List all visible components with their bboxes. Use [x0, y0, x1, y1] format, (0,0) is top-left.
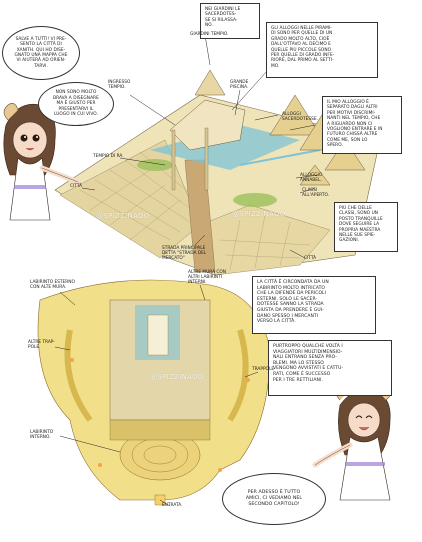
label-priest-housing: ALLOGGI SACERDOTESSE. [282, 112, 318, 123]
label-entrance: ENTRATA. [162, 503, 183, 508]
note-temple-gardens-text: NEI GIARDINI LE SACERDOTES- SE SI RILASS… [205, 7, 241, 29]
label-other-walls: ALTRE MURA CON ALTRI LABIRINTI INTERNI. [188, 270, 226, 286]
label-city-left: CITTÀ [70, 184, 83, 189]
maze-arm-right [227, 329, 249, 422]
pyramid-1 [269, 94, 321, 136]
maze-arm-left [64, 329, 93, 422]
obelisk-right [204, 127, 209, 191]
obelisk-left [171, 129, 176, 191]
label-my-housing: ALLOGGIO ANNABEL. [300, 173, 323, 184]
pointer-lines-bottom [54, 284, 259, 507]
note-priest-housing-text: GLI ALLOGGI NELLE PIRAMI- DI SONO PER QU… [271, 26, 335, 69]
speech-outro-text: PER ADESSO È TUTTO AMICI, CI VEDIAMO NEL… [245, 490, 303, 507]
label-main-street: STRADA PRINCIPALE DETTA "STRADA DEL MERC… [162, 246, 207, 262]
label-city-bottom: CITTÀ [304, 256, 317, 261]
note-travellers-text: PURTROPPO QUALCHE VOLTA I VIAGGIATORI MU… [273, 344, 344, 383]
note-outdoor-classes: PIÙ CHE DELLE CLASSI, SONO UN POSTO TRAN… [334, 202, 398, 252]
label-temple-gardens: GIARDINI TEMPIO. [190, 32, 229, 37]
speech-bubble-outro: PER ADESSO È TUTTO AMICI, CI VEDIAMO NEL… [222, 473, 326, 525]
temple-base [169, 99, 246, 151]
note-outdoor-classes-text: PIÙ CHE DELLE CLASSI, SONO UN POSTO TRAN… [339, 206, 383, 244]
note-priest-housing: GLI ALLOGGI NELLE PIRAMI- DI SONO PER QU… [266, 22, 378, 78]
watermark-top-right: @SPIZZINAOO [232, 210, 286, 218]
maze-crossbar [109, 419, 211, 441]
city-grid [79, 151, 311, 271]
pyramid-4 [299, 164, 331, 186]
canal [239, 149, 321, 166]
label-big-pool: GRANDE PISCINA. [230, 80, 249, 91]
label-outdoor-classes: CLASSI ALL'APERTO. [302, 188, 330, 199]
note-travellers: PURTROPPO QUALCHE VOLTA I VIAGGIATORI MU… [268, 340, 392, 396]
trap-marks [70, 358, 250, 472]
note-labyrinth-text: LA CITTÀ È CIRCONDATA DA UN LABIRINTO MO… [257, 280, 329, 325]
label-traps: TRAPPOLE [252, 367, 275, 372]
speech-greeting-text: SALVE A TUTTI! VI PRE- SENTO LA CITTÀ DI… [14, 36, 68, 69]
note-my-housing: IL MIO ALLOGGIO È SEPARATO DAGLI ALTRI P… [322, 96, 402, 154]
speech-bubble-not-good: NON SONO MOLTO BRAVA A DISEGNARE MA È GI… [38, 82, 114, 126]
garden-right [233, 193, 277, 207]
label-temple-entrance: INGRESSO TEMPIO. [108, 80, 131, 91]
note-labyrinth: LA CITTÀ È CIRCONDATA DA UN LABIRINTO MO… [252, 276, 376, 334]
pool [150, 125, 300, 170]
label-outer-labyrinth: LABIRINTO ESTERNO CON ALTE MURA. [30, 280, 75, 291]
note-temple-gardens: NEI GIARDINI LE SACERDOTES- SE SI RILASS… [200, 3, 260, 39]
speech-bubble-greeting: SALVE A TUTTI! VI PRE- SENTO LA CITTÀ DI… [2, 26, 80, 80]
pointer-lines-top [81, 34, 319, 259]
watermark-bottom: @SPIZZINAOO [150, 373, 204, 381]
inner-temple [147, 314, 169, 356]
speech-not-good-text: NON SONO MOLTO BRAVA A DISEGNARE MA È GI… [53, 90, 99, 118]
label-king-temple: TEMPIO DI RA. [93, 154, 124, 159]
watermark-top-left: @SPIZZINAOO [96, 212, 150, 220]
temple-tower [194, 69, 226, 96]
label-inner-labyrinth: LABIRINTO INTERNO. [30, 430, 54, 441]
note-my-housing-text: IL MIO ALLOGGIO È SEPARATO DAGLI ALTRI P… [327, 100, 383, 149]
label-other-traps: ALTRE TRAP- POLE. [28, 340, 55, 351]
pyramid-3 [324, 139, 366, 171]
